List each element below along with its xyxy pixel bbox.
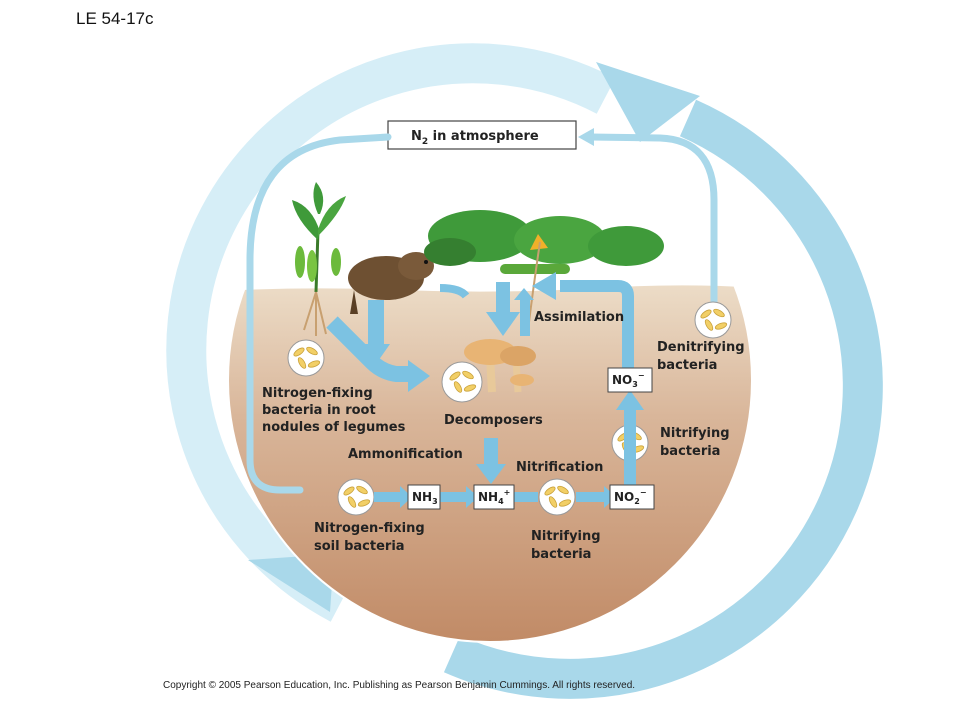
nitrification-label: Nitrification: [516, 460, 603, 475]
nh4-box: NH4+: [473, 484, 515, 510]
svg-text:NH3: NH3: [412, 490, 438, 506]
arrowhead-plant-decomposers: [486, 312, 520, 336]
soil-bacteria-label-1: Nitrogen-fixing: [314, 521, 425, 536]
atmosphere-box: N2 in atmosphere: [387, 120, 577, 150]
svg-text:NO2−: NO2−: [614, 488, 647, 506]
svg-text:N2 in atmosphere: N2 in atmosphere: [411, 129, 539, 147]
slide-label: LE 54-17c: [76, 9, 154, 28]
outer-cycle-arrow: [166, 43, 883, 699]
nh3-box: NH3: [407, 484, 441, 510]
copyright-notice: Copyright © 2005 Pearson Education, Inc.…: [163, 680, 635, 691]
squash-plant: [424, 210, 664, 331]
arrow-plant-to-decomposers: [496, 282, 510, 314]
bacteria-soil: [337, 478, 375, 516]
nitrifying-right-label-2: bacteria: [660, 444, 720, 459]
no2-box: NO2−: [609, 484, 655, 510]
arrowhead-legume-decomposers: [408, 360, 430, 392]
fixation-loop-line: [246, 133, 392, 494]
bacteria-nitrifying-bottom: [538, 478, 576, 516]
nodule-label-2: bacteria in root: [262, 403, 376, 418]
svg-text:NO3−: NO3−: [612, 371, 645, 389]
atmosphere-arrowhead: [578, 128, 594, 146]
ammonification-label: Ammonification: [348, 447, 463, 462]
cycle-arrowhead-right: [596, 62, 700, 142]
rodent: [348, 252, 434, 314]
nodule-label-3: nodules of legumes: [262, 420, 406, 435]
arrowhead-no2-up: [616, 390, 644, 410]
assimilation-label: Assimilation: [534, 310, 624, 325]
bacteria-decomposers: [441, 361, 483, 403]
denitrifying-label-2: bacteria: [657, 358, 717, 373]
denitrifying-label-1: Denitrifying: [657, 340, 745, 355]
arrow-decomposers-down: [484, 438, 498, 468]
legume-plant: [292, 182, 346, 336]
arrow-no2-up: [624, 408, 636, 486]
assimilation-arrows: [439, 272, 634, 392]
n2-symbol: N: [411, 129, 422, 144]
nitrifying-bottom-label-2: bacteria: [531, 547, 591, 562]
arrow-rodent-down: [368, 300, 384, 348]
arrowhead-rodent: [362, 344, 390, 364]
nitrifying-right-label-1: Nitrifying: [660, 426, 730, 441]
atmosphere-label: in atmosphere: [428, 129, 539, 144]
n2-subscript: 2: [422, 137, 428, 147]
mushrooms: [464, 339, 536, 393]
bacteria-denitrifying: [694, 301, 732, 339]
decomposers-label: Decomposers: [444, 413, 543, 428]
nitrifying-bottom-label-1: Nitrifying: [531, 529, 601, 544]
inner-circle-outline: [227, 117, 753, 643]
bottom-flow: [374, 486, 616, 508]
no3-box: NO3−: [607, 367, 653, 393]
bacteria-nodules: [287, 339, 325, 377]
svg-text:NH4+: NH4+: [478, 488, 510, 506]
denitrification-loop-line: [586, 133, 718, 308]
soil-bacteria-label-2: soil bacteria: [314, 539, 405, 554]
arrowhead-decomposers-down: [476, 464, 506, 484]
arrow-legume-to-decomposers: [326, 316, 410, 382]
nodule-label-1: Nitrogen-fixing: [262, 386, 373, 401]
